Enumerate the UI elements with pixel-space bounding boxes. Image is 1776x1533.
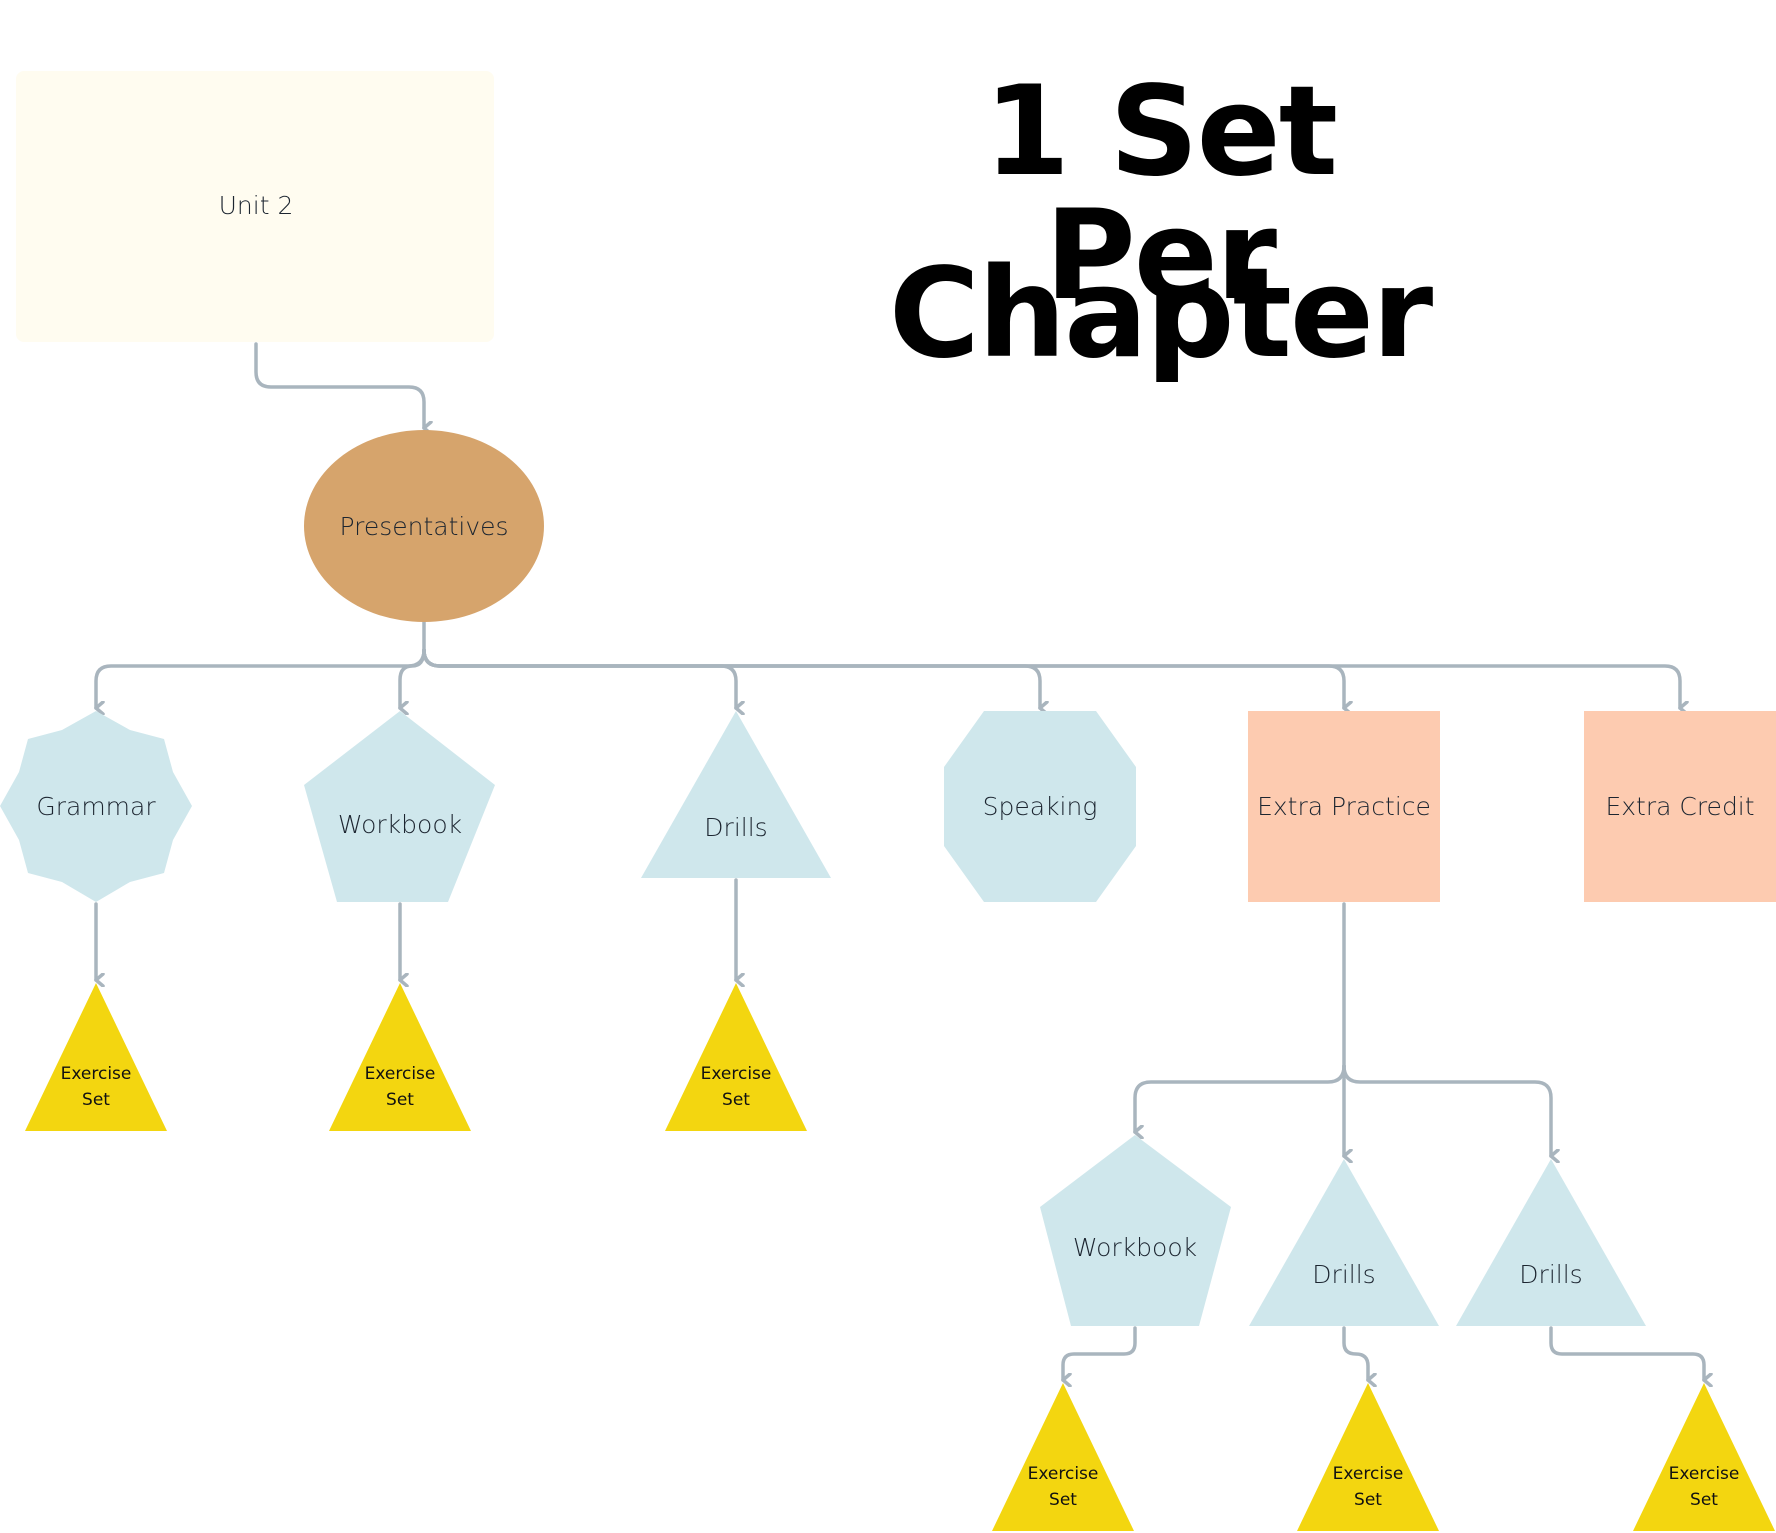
exercise-set-label-line1: Exercise bbox=[365, 1064, 436, 1084]
exercise-set-label-line1: Exercise bbox=[701, 1064, 772, 1084]
node-ep-workbook[interactable]: Workbook bbox=[1040, 1135, 1231, 1326]
node-presentatives[interactable]: Presentatives bbox=[304, 430, 544, 622]
extra-credit-label: Extra Credit bbox=[1605, 792, 1754, 821]
exercise-set-ep-drills-2[interactable]: Exercise Set bbox=[1633, 1383, 1775, 1531]
node-speaking[interactable]: Speaking bbox=[944, 711, 1136, 902]
node-workbook[interactable]: Workbook bbox=[304, 711, 495, 902]
node-ep-drills-1[interactable]: Drills bbox=[1249, 1159, 1439, 1326]
connector-presentatives-to-drills bbox=[422, 648, 736, 708]
exercise-set-ep-drills-1[interactable]: Exercise Set bbox=[1297, 1383, 1439, 1531]
grammar-label: Grammar bbox=[36, 792, 156, 821]
drills-triangle bbox=[641, 711, 831, 878]
exercise-set-workbook[interactable]: Exercise Set bbox=[329, 983, 471, 1131]
diagram-title-line-1: 1 Set Per bbox=[983, 60, 1338, 328]
node-drills[interactable]: Drills bbox=[641, 711, 831, 878]
exercise-set-label-line1: Exercise bbox=[1028, 1464, 1099, 1484]
connector-ep-drills-1-to-exercise bbox=[1342, 1326, 1368, 1380]
connector-presentatives-to-speaking bbox=[422, 648, 1040, 708]
connector-presentatives-to-workbook bbox=[398, 648, 426, 708]
exercise-set-drills[interactable]: Exercise Set bbox=[665, 983, 807, 1131]
node-extra-practice[interactable]: Extra Practice bbox=[1248, 711, 1440, 902]
ep-drills-1-label: Drills bbox=[1312, 1260, 1375, 1289]
exercise-set-label-line1: Exercise bbox=[1669, 1464, 1740, 1484]
exercise-set-label-line2: Set bbox=[1690, 1490, 1718, 1510]
exercise-set-triangle bbox=[665, 983, 807, 1131]
extra-credit-box bbox=[1584, 711, 1776, 902]
ep-drills-1-triangle bbox=[1249, 1159, 1439, 1326]
exercise-set-triangle bbox=[25, 983, 167, 1131]
exercise-set-triangle bbox=[1297, 1383, 1439, 1531]
exercise-set-label-line2: Set bbox=[1049, 1490, 1077, 1510]
exercise-set-label-line2: Set bbox=[386, 1090, 414, 1110]
ep-drills-2-label: Drills bbox=[1519, 1260, 1582, 1289]
exercise-set-triangle bbox=[1633, 1383, 1775, 1531]
exercise-set-label-line2: Set bbox=[722, 1090, 750, 1110]
connector-extra-practice-to-workbook bbox=[1133, 1064, 1346, 1132]
exercise-set-grammar[interactable]: Exercise Set bbox=[25, 983, 167, 1131]
node-extra-credit[interactable]: Extra Credit bbox=[1584, 711, 1776, 902]
ep-drills-2-triangle bbox=[1456, 1159, 1646, 1326]
speaking-label: Speaking bbox=[983, 792, 1098, 821]
connector-ep-workbook-to-exercise bbox=[1061, 1326, 1137, 1380]
connector-ep-drills-2-to-exercise bbox=[1549, 1326, 1704, 1380]
node-ep-drills-2[interactable]: Drills bbox=[1456, 1159, 1646, 1326]
speaking-octagon bbox=[944, 711, 1136, 902]
connector-extra-practice-to-drills-2 bbox=[1342, 1064, 1551, 1156]
diagram-title-line-2: Chapter bbox=[888, 242, 1433, 386]
presentatives-label: Presentatives bbox=[339, 512, 508, 541]
connector-unit-to-presentatives bbox=[254, 342, 424, 428]
unit-box bbox=[16, 71, 494, 342]
connector-presentatives-to-grammar bbox=[94, 648, 426, 708]
extra-practice-label: Extra Practice bbox=[1257, 792, 1431, 821]
connectors bbox=[94, 342, 1704, 1380]
node-unit[interactable]: Unit 2 bbox=[16, 71, 494, 342]
connector-presentatives-to-extra-credit bbox=[422, 648, 1680, 708]
exercise-set-ep-workbook[interactable]: Exercise Set bbox=[992, 1383, 1134, 1531]
exercise-set-label-line1: Exercise bbox=[61, 1064, 132, 1084]
exercise-set-triangle bbox=[992, 1383, 1134, 1531]
workbook-pentagon bbox=[304, 711, 495, 902]
exercise-set-label-line1: Exercise bbox=[1333, 1464, 1404, 1484]
exercise-set-triangle bbox=[329, 983, 471, 1131]
ep-workbook-pentagon bbox=[1040, 1135, 1231, 1326]
unit-label: Unit 2 bbox=[219, 191, 294, 220]
ep-workbook-label: Workbook bbox=[1073, 1233, 1197, 1262]
exercise-set-label-line2: Set bbox=[82, 1090, 110, 1110]
presentatives-ellipse bbox=[304, 430, 544, 622]
node-grammar[interactable]: Grammar bbox=[0, 711, 192, 902]
extra-practice-box bbox=[1248, 711, 1440, 902]
drills-label: Drills bbox=[704, 813, 767, 842]
exercise-set-label-line2: Set bbox=[1354, 1490, 1382, 1510]
grammar-star bbox=[0, 711, 192, 902]
workbook-label: Workbook bbox=[338, 810, 462, 839]
connector-presentatives-to-extra-practice bbox=[422, 648, 1344, 708]
